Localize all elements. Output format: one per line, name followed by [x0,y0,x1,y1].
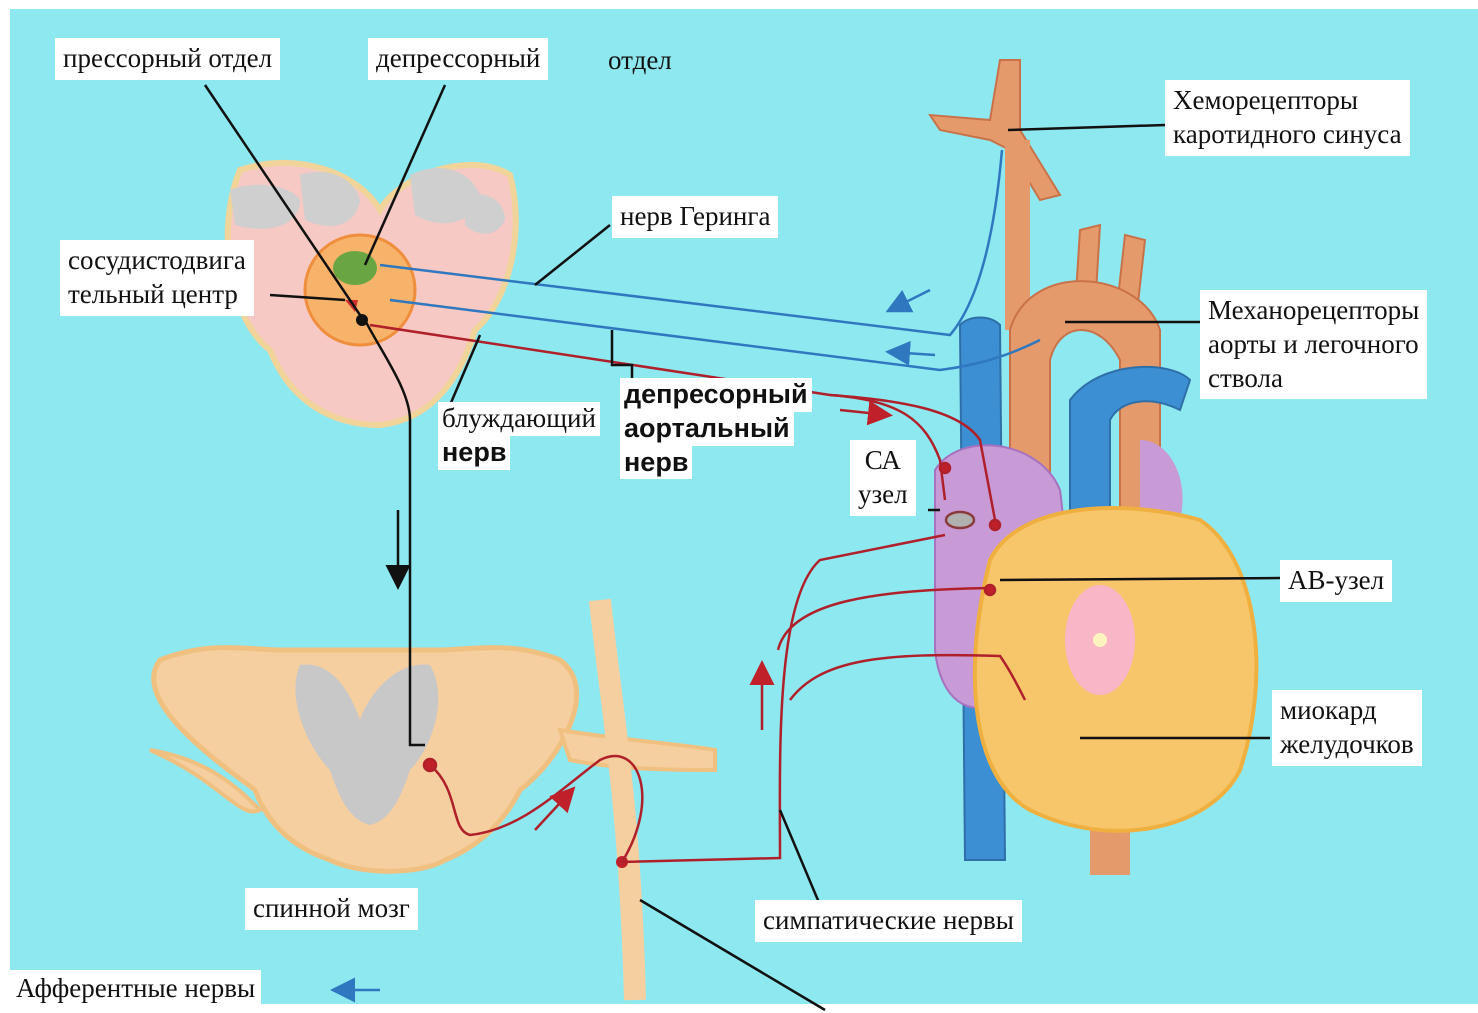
hering-nerve-label: нерв Геринга [612,196,778,238]
heart [930,60,1256,875]
depressor-division-part-label: отдел [608,44,672,78]
pressor-division-label: прессорный отдел [55,38,280,80]
mechanoreceptors-line2: аорты и легочного [1208,328,1419,362]
myocardium-line2: желудочков [1280,728,1414,762]
mechanoreceptors-line3: ствола [1208,362,1419,396]
vasomotor-center-line1: сосудистодвига [68,244,246,278]
mechanoreceptors-line1: Механорецепторы [1208,294,1419,328]
afferent-nerves-legend: Афферентные нервы [10,970,261,1008]
aortic-nerve-line1: депресорный [620,378,812,412]
carotid-chemoreceptors-label: Хеморецепторы каротидного синуса [1165,80,1410,156]
av-node-label: АВ-узел [1280,560,1392,602]
sa-node-line1: СА [858,444,908,478]
vagus-nerve-label: блуждающий нерв [438,402,600,470]
sa-node-label: СА узел [850,440,916,516]
aortic-nerve-line2: аортальный [620,412,794,446]
sympathetic-trunk [600,600,635,1000]
depressor-aortic-nerve-label: депресорный аортальный нерв [620,378,812,479]
depressor-division-label: депрессорный [368,38,548,80]
chemoreceptors-line2: каротидного синуса [1173,118,1402,152]
spinal-cord-label: спинной мозг [245,888,418,930]
myocardium-line1: миокард [1280,694,1414,728]
ventricular-myocardium-label: миокард желудочков [1272,690,1422,766]
vagus-nerve-line1: блуждающий [438,402,600,436]
aortic-mechanoreceptors-label: Механорецепторы аорты и легочного ствола [1200,290,1427,399]
vagus-nerve-line2: нерв [438,436,510,470]
sa-node-line2: узел [858,478,908,512]
vasomotor-center-line2: тельный центр [68,278,246,312]
aortic-nerve-line3: нерв [620,446,692,480]
vasomotor-center-label: сосудистодвига тельный центр [60,240,254,316]
sympathetic-nerves-label: симпатические нервы [755,900,1022,942]
chemoreceptors-line1: Хеморецепторы [1173,84,1402,118]
